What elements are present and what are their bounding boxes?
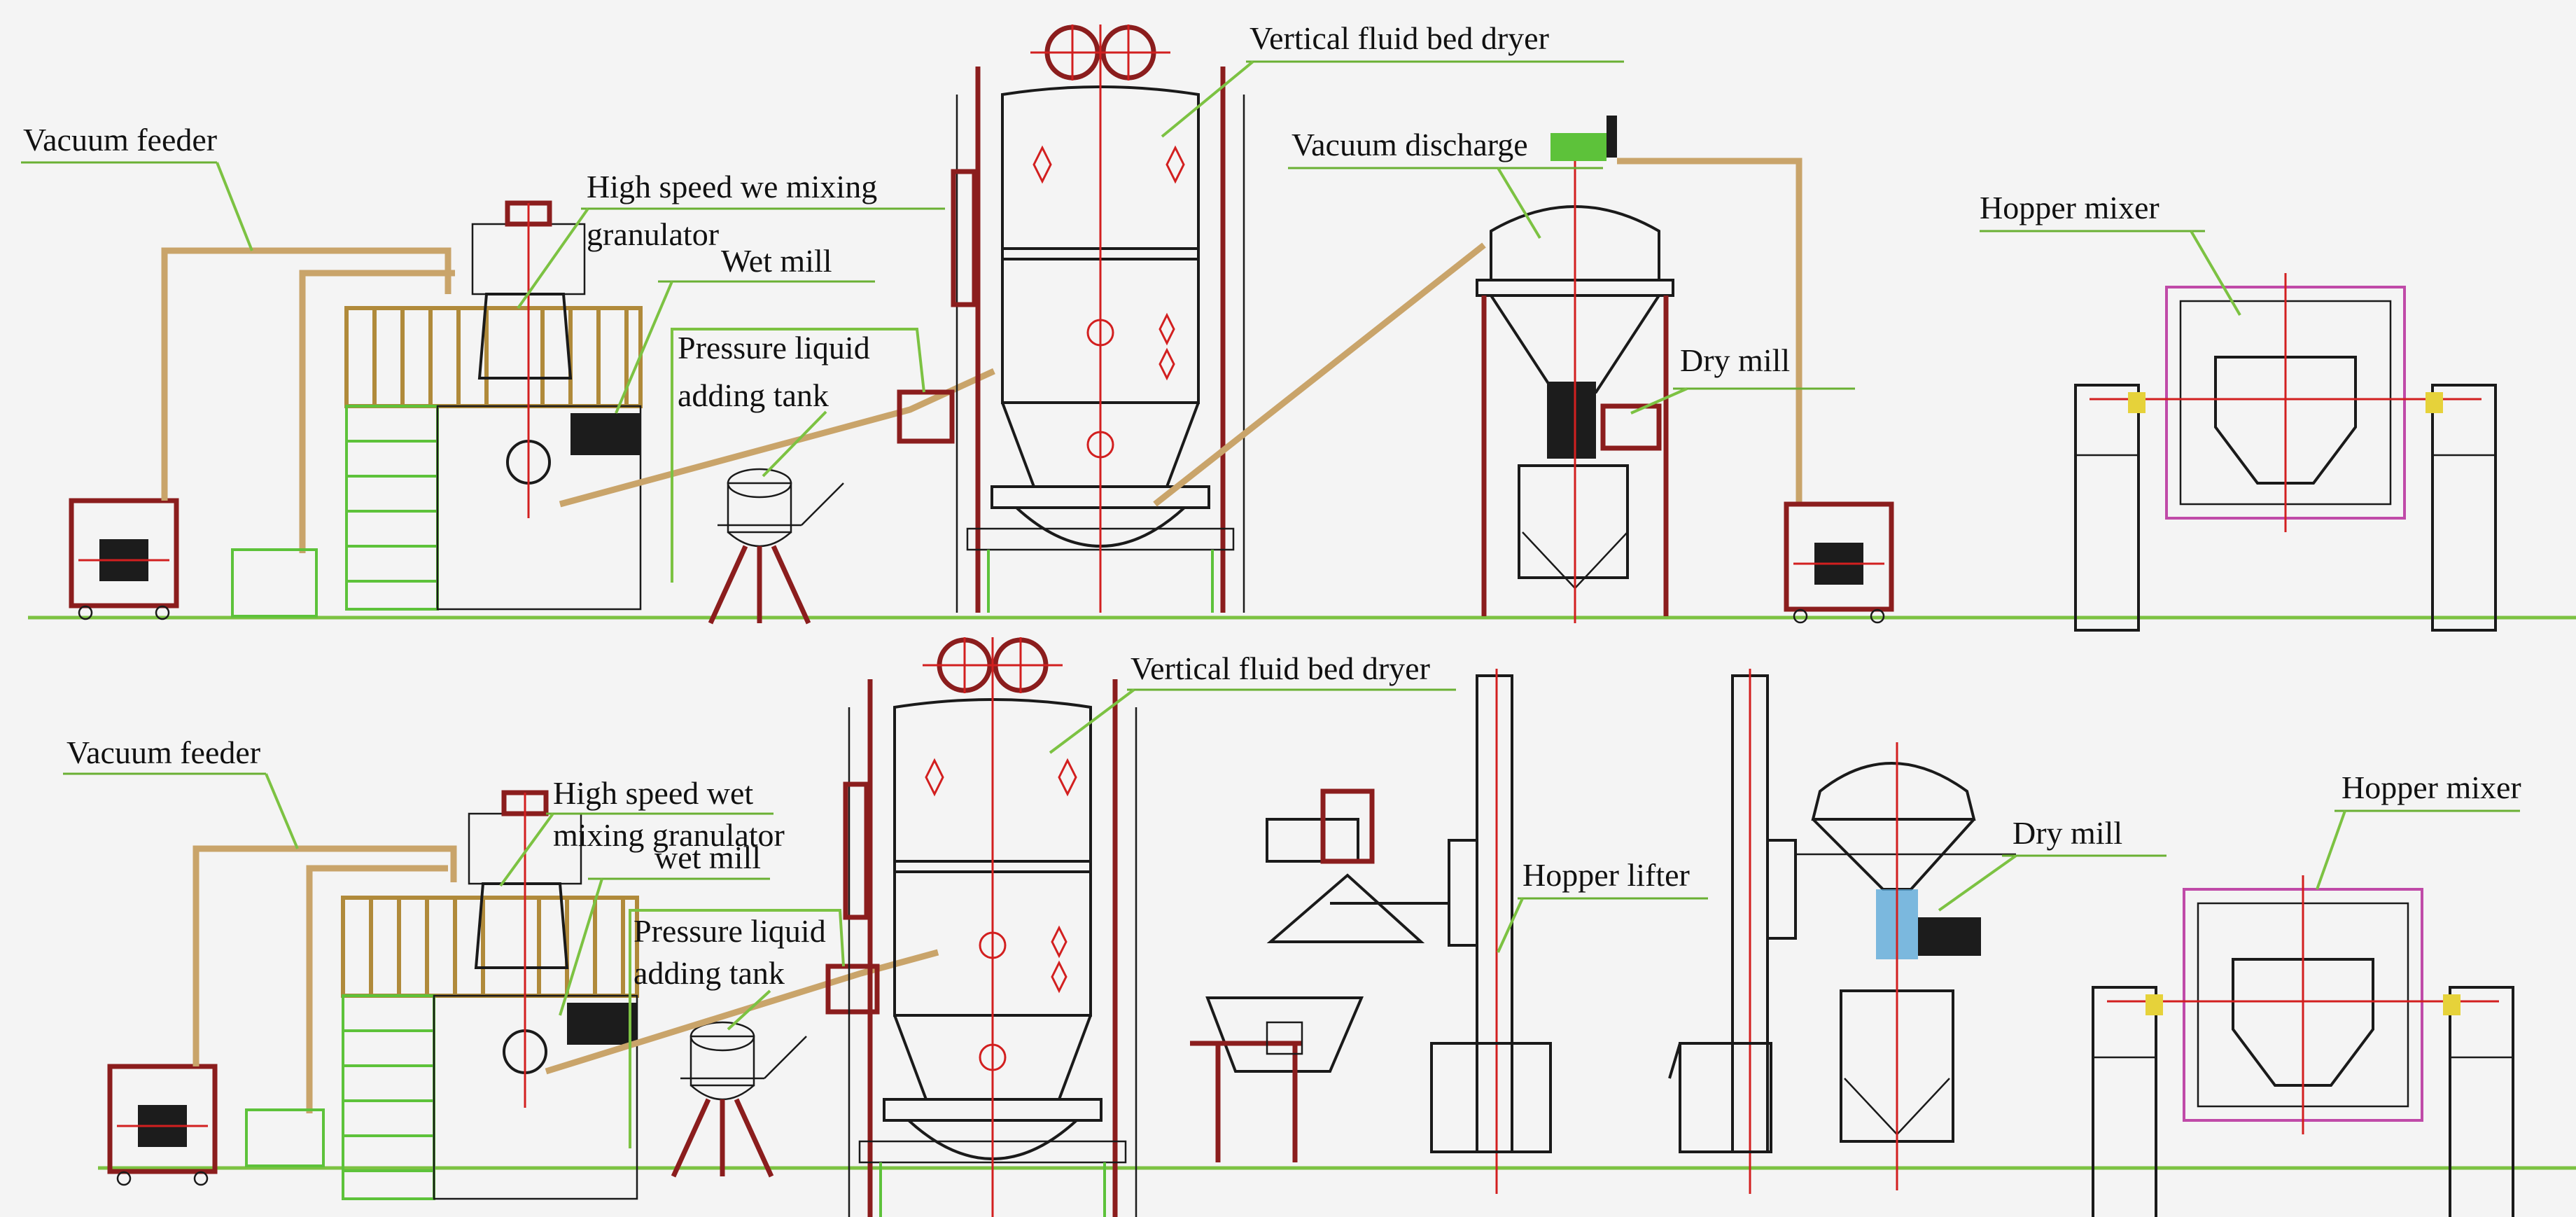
top-vacuum-feeder-unit [71,501,176,619]
bottom-granulator-unit [343,793,637,1199]
top-feed-pipe-1 [161,247,451,501]
top-vacuum-pump-box [231,548,318,618]
bottom-label-vacuum-feeder: Vacuum feeder [66,735,260,770]
top-label-pressure-tank-line2: adding tank [678,377,829,413]
bottom-labels: Vacuum feeder High speed wet mixing gran… [63,651,2521,1148]
top-label-granulator-line2: granulator [587,216,719,252]
top-label-vacuum-feeder: Vacuum feeder [23,122,217,158]
bottom-label-granulator-line1: High speed wet [553,775,753,811]
top-hopper-mixer-unit [2074,272,2497,632]
top-return-pipe [1617,158,1802,504]
bottom-feed-pipe-2 [306,865,448,1113]
bottom-row-diagram [98,637,2576,1217]
bottom-fluid-bed-dryer-unit [846,637,1136,1217]
top-granulator-unit [346,203,640,609]
bottom-pressure-tank-unit [673,1022,806,1176]
bottom-label-pressure-tank-line2: adding tank [634,955,785,991]
bottom-label-hopper-lifter: Hopper lifter [1522,857,1690,893]
top-vacuum-discharge-unit [1476,116,1674,623]
top-label-dry-mill: Dry mill [1680,342,1790,378]
top-label-vacuum-discharge: Vacuum discharge [1292,127,1528,162]
top-transfer-pipe-discharge [1153,242,1486,507]
bottom-dry-mill-unit [1668,669,2016,1194]
top-label-granulator-line1: High speed we mixing [587,169,877,204]
top-pressure-tank-unit [710,469,844,623]
top-fluid-bed-dryer-unit [953,25,1244,613]
top-vacuum-feeder-unit-2 [1786,504,1891,623]
bottom-label-pressure-tank-line1: Pressure liquid [634,913,826,949]
bottom-label-fluid-bed-dryer: Vertical fluid bed dryer [1130,651,1430,686]
bottom-label-granulator-line2: mixing granulator [553,817,785,853]
bottom-hopper-mixer-unit [2092,874,2514,1217]
bottom-transfer-pipe-dryer [545,949,939,1075]
top-feed-pipe-2 [299,270,455,553]
top-label-hopper-mixer: Hopper mixer [1980,190,2160,225]
bottom-vacuum-pump-box [245,1108,325,1167]
top-label-wet-mill: Wet mill [721,243,832,279]
bottom-label-hopper-mixer: Hopper mixer [2342,770,2521,805]
bottom-feed-pipe-1 [192,845,457,1066]
top-labels: Vacuum feeder High speed we mixing granu… [21,20,2241,583]
top-transfer-pipe-dryer [559,368,995,508]
bottom-hopper-lifter-unit [1190,669,1552,1194]
top-dryer-inlet-box [897,389,955,444]
bottom-dryer-inlet-box [825,964,880,1015]
top-row-diagram [28,25,2576,632]
top-label-pressure-tank-line1: Pressure liquid [678,330,870,366]
bottom-label-dry-mill: Dry mill [2012,815,2122,851]
bottom-label-wet-mill: wet mill [654,840,761,875]
top-label-fluid-bed-dryer: Vertical fluid bed dryer [1250,20,1549,56]
